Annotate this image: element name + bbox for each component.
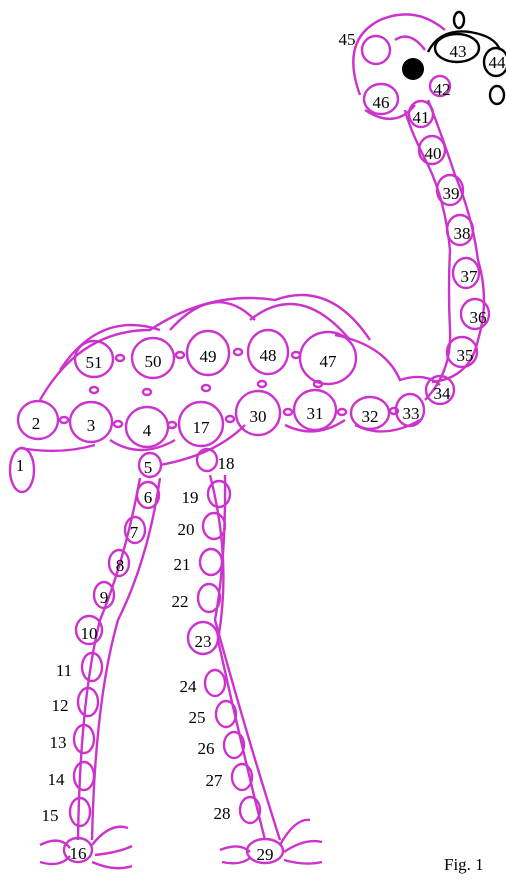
ring-label-5: 5 (144, 458, 153, 477)
joining-picot-10 (234, 349, 242, 355)
ring-label-45: 45 (339, 30, 356, 49)
ring-label-13: 13 (50, 733, 67, 752)
ring-label-15: 15 (42, 806, 59, 825)
ring-label-20: 20 (178, 520, 195, 539)
joining-picot-14 (202, 385, 210, 391)
ring-label-38: 38 (454, 224, 471, 243)
ring-14 (74, 762, 94, 790)
ring-label-12: 12 (52, 696, 69, 715)
ring-label-14: 14 (48, 770, 66, 789)
ring-label-35: 35 (457, 346, 474, 365)
joining-picot-11 (292, 352, 300, 358)
ring-label-27: 27 (206, 771, 224, 790)
ring-label-19: 19 (182, 488, 199, 507)
ring-label-18: 18 (218, 454, 235, 473)
joining-picot-2 (114, 421, 122, 427)
chain-arc-29 (284, 860, 322, 864)
ring-label-39: 39 (443, 184, 460, 203)
joining-picot-8 (116, 355, 124, 361)
chain-arc-25 (220, 846, 250, 852)
ring-label-26: 26 (198, 739, 215, 758)
ring-label-50: 50 (145, 352, 162, 371)
ring-25 (216, 701, 236, 727)
ring-label-3: 3 (87, 416, 96, 435)
joining-picot-9 (176, 352, 184, 358)
beak-tip-ring (454, 12, 464, 28)
chain-arc-3 (170, 302, 255, 330)
ring-label-48: 48 (260, 346, 277, 365)
ring-label-1: 1 (16, 456, 25, 475)
chain-arc-15 (395, 37, 425, 50)
joining-picot-12 (90, 387, 98, 393)
ring-21 (200, 549, 222, 575)
ring-label-7: 7 (130, 523, 139, 542)
ring-label-9: 9 (100, 588, 109, 607)
ring-label-28: 28 (214, 804, 231, 823)
chain-arc-6 (20, 445, 95, 451)
ring-label-44: 44 (489, 53, 506, 72)
ring-label-10: 10 (81, 624, 98, 643)
ring-label-36: 36 (470, 308, 487, 327)
ring-label-43: 43 (450, 42, 467, 61)
ring-label-46: 46 (373, 93, 390, 112)
chain-arc-26 (222, 858, 250, 863)
ring-label-4: 4 (143, 421, 152, 440)
chain-arc-28 (284, 841, 322, 852)
ring-24 (205, 670, 225, 696)
chain-arc-23 (95, 846, 132, 855)
ring-label-40: 40 (425, 144, 442, 163)
ring-label-6: 6 (144, 488, 153, 507)
joining-picot-1 (60, 417, 68, 423)
ring-label-23: 23 (195, 632, 212, 651)
ring-label-2: 2 (32, 414, 41, 433)
ring-label-17: 17 (193, 418, 211, 437)
ring-label-31: 31 (307, 404, 324, 423)
ring-label-41: 41 (413, 108, 430, 127)
joining-picot-6 (338, 409, 346, 415)
ring-label-37: 37 (461, 267, 479, 286)
ring-20 (203, 513, 225, 539)
joining-picot-5 (284, 409, 292, 415)
ring-label-34: 34 (434, 384, 452, 403)
joining-picot-15 (258, 381, 266, 387)
chain-arc-22 (92, 827, 128, 845)
ring-label-21: 21 (174, 555, 191, 574)
chain-arc-4 (250, 304, 350, 340)
ring-18 (197, 449, 217, 471)
ring-22 (198, 584, 220, 612)
ring-label-51: 51 (86, 353, 103, 372)
chain-arc-7 (110, 440, 175, 450)
ring-label-8: 8 (116, 556, 125, 575)
ring-label-25: 25 (189, 708, 206, 727)
ring-label-30: 30 (250, 407, 267, 426)
ring-label-47: 47 (320, 352, 338, 371)
ring-label-24: 24 (180, 677, 198, 696)
ring-label-22: 22 (172, 592, 189, 611)
figure-caption: Fig. 1 (444, 855, 484, 874)
ring-label-33: 33 (403, 404, 420, 423)
beak-lower-ring (490, 86, 504, 104)
chain-arc-24 (92, 862, 132, 868)
eye-bead (402, 58, 424, 80)
ring-label-29: 29 (257, 845, 274, 864)
ring-label-49: 49 (200, 347, 217, 366)
ring-label-42: 42 (434, 80, 451, 99)
ring-label-16: 16 (70, 844, 87, 863)
ring-19 (208, 481, 230, 507)
joining-picot-4 (226, 416, 234, 422)
ring-label-11: 11 (56, 661, 72, 680)
ring-45 (362, 36, 390, 64)
ring-label-32: 32 (362, 407, 379, 426)
joining-picot-13 (143, 389, 151, 395)
